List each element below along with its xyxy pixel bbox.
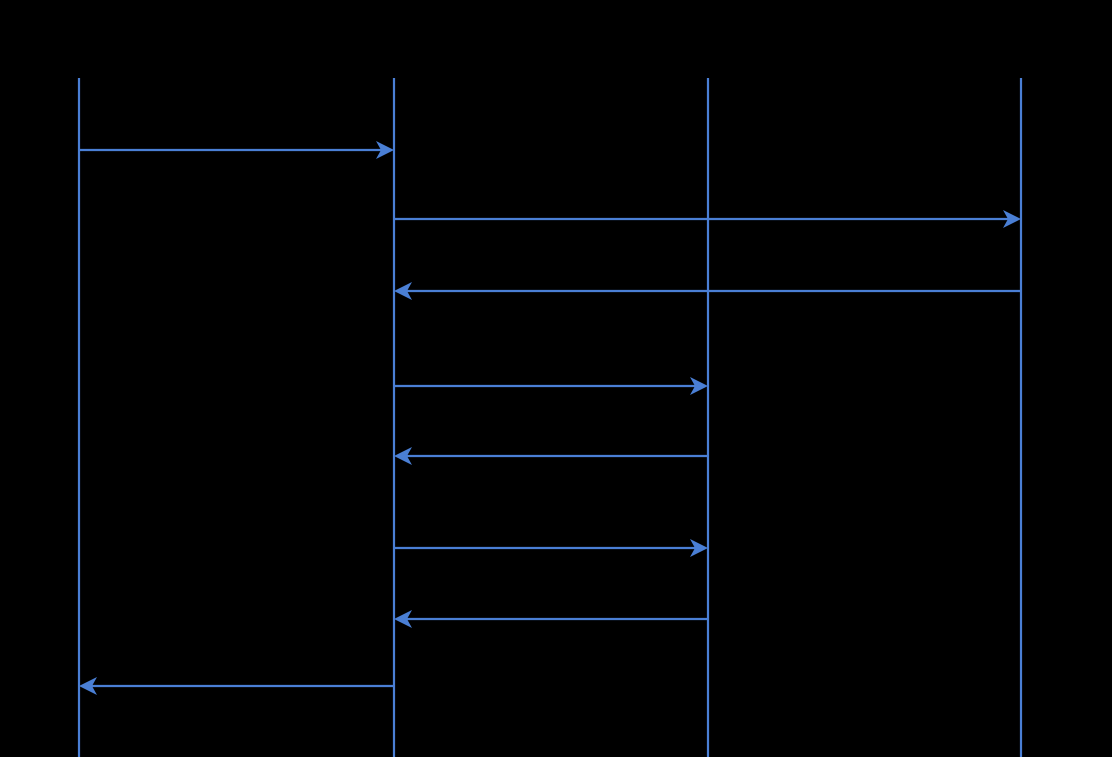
message-arrowhead [1003, 210, 1021, 228]
message-4[interactable] [394, 377, 708, 395]
message-6[interactable] [394, 539, 708, 557]
participants-layer [77, 78, 1023, 757]
message-3[interactable] [394, 282, 1021, 300]
message-7[interactable] [394, 610, 708, 628]
message-8[interactable] [79, 677, 394, 695]
message-arrowhead [394, 282, 412, 300]
message-1[interactable] [79, 141, 394, 159]
message-arrowhead [690, 539, 708, 557]
message-arrowhead [79, 677, 97, 695]
message-5[interactable] [394, 447, 708, 465]
message-arrowhead [376, 141, 394, 159]
message-arrowhead [394, 610, 412, 628]
messages-layer [79, 141, 1021, 695]
message-arrowhead [690, 377, 708, 395]
message-2[interactable] [394, 210, 1021, 228]
message-arrowhead [394, 447, 412, 465]
